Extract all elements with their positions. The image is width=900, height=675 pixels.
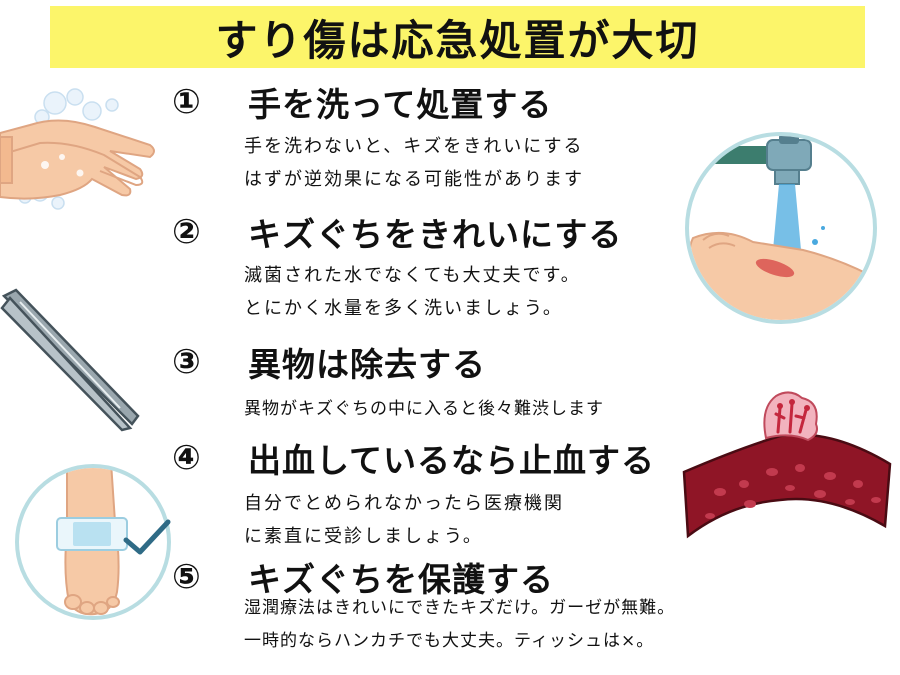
step-1-title: 手を洗って処置する xyxy=(248,85,553,124)
title-banner: すり傷は応急処置が大切 xyxy=(50,6,865,68)
step-2-title: キズぐちをきれいにする xyxy=(248,215,623,254)
step-5-description: 湿潤療法はきれいにできたキズだけ。ガーゼが無難。 一時的ならハンカチでも大丈夫。… xyxy=(244,592,675,658)
step-2-number: ② xyxy=(172,212,201,252)
step-3-number: ③ xyxy=(172,342,201,382)
step-4-number: ④ xyxy=(172,438,201,478)
step-1-line-2: はずが逆効果になる可能性があります xyxy=(244,169,584,190)
step-4-title: 出血しているなら止血する xyxy=(248,441,656,480)
step-2-line-2: とにかく水量を多く洗いましょう。 xyxy=(244,298,563,319)
step-3-heading: ③ 異物は除去する xyxy=(172,338,486,386)
step-5-heading: ⑤ キズぐちを保護する xyxy=(172,553,554,601)
step-1-number: ① xyxy=(172,82,201,122)
check-mark-icon xyxy=(123,519,171,555)
step-1-line-1: 手を洗わないと、キズをきれいにする xyxy=(244,136,584,157)
step-5-number: ⑤ xyxy=(172,557,201,597)
tweezers-icon xyxy=(0,288,140,432)
bleeding-skin-cross-section-icon xyxy=(682,391,892,539)
step-2-line-1: 滅菌された水でなくても大丈夫です。 xyxy=(244,265,581,286)
step-4-heading: ④ 出血しているなら止血する xyxy=(172,434,655,482)
step-4-description: 自分でとめられなかったら医療機関 に素直に受診しましょう。 xyxy=(244,487,564,553)
hand-washing-icon xyxy=(0,88,155,210)
page-title: すり傷は応急処置が大切 xyxy=(215,15,700,65)
step-5-line-2: 一時的ならハンカチでも大丈夫。ティッシュは×。 xyxy=(244,631,655,651)
step-2-heading: ② キズぐちをきれいにする xyxy=(172,208,622,256)
step-4-line-2: に素直に受診しましょう。 xyxy=(244,526,483,547)
step-3-description: 異物がキズぐちの中に入ると後々難渋します xyxy=(244,393,604,426)
step-3-line-1: 異物がキズぐちの中に入ると後々難渋します xyxy=(244,399,604,419)
bandaged-foot-icon xyxy=(15,464,171,620)
step-5-title: キズぐちを保護する xyxy=(248,560,554,599)
step-1-description: 手を洗わないと、キズをきれいにする はずが逆効果になる可能性があります xyxy=(244,130,584,196)
faucet-wound-rinse-icon xyxy=(685,132,877,324)
step-5-line-1: 湿潤療法はきれいにできたキズだけ。ガーゼが無難。 xyxy=(244,598,676,618)
step-3-title: 異物は除去する xyxy=(248,345,486,384)
step-4-line-1: 自分でとめられなかったら医療機関 xyxy=(244,493,564,514)
step-1-heading: ① 手を洗って処置する xyxy=(172,78,552,126)
step-2-description: 滅菌された水でなくても大丈夫です。 とにかく水量を多く洗いましょう。 xyxy=(244,259,581,325)
